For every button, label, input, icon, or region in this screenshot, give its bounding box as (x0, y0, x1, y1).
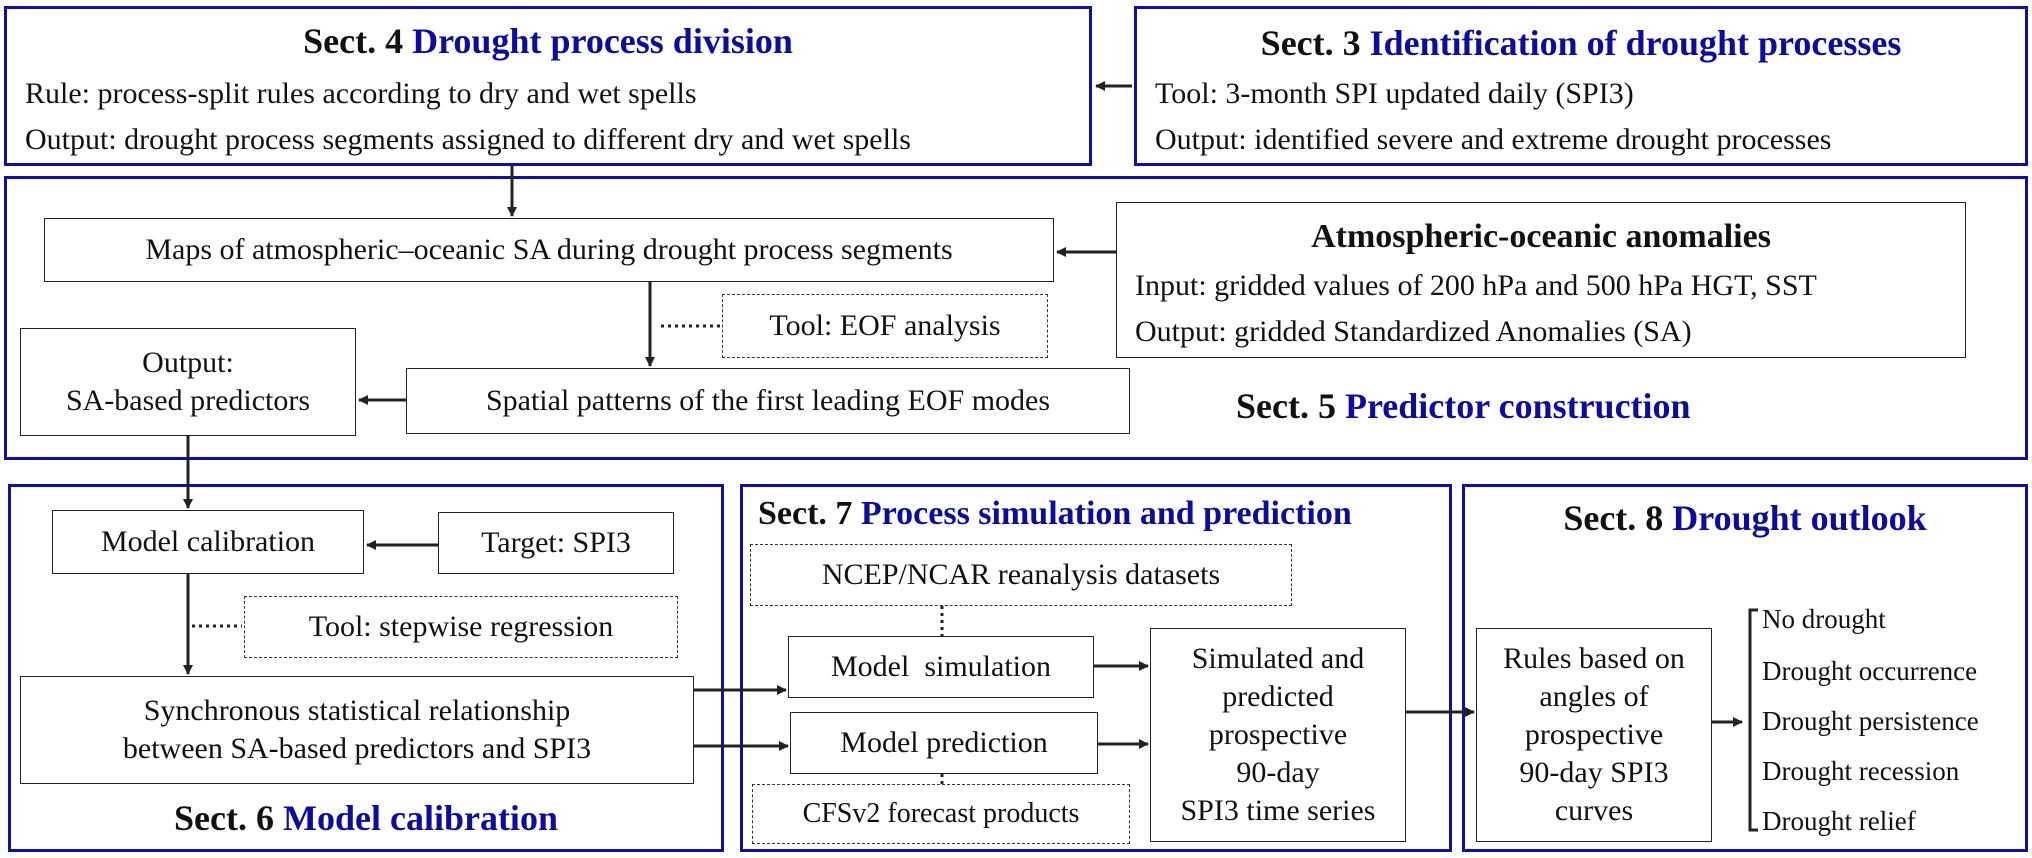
spi3-series-line: SPI3 time series (1180, 794, 1376, 827)
sa-predictors-box: Output: SA-based predictors (20, 328, 356, 436)
sect8-panel (1462, 484, 2028, 852)
sect7-title: Sect. 7 Process simulation and predictio… (758, 494, 1352, 534)
sect3-name: Identification of drought processes (1369, 23, 1902, 63)
sect8-name: Drought outlook (1672, 498, 1927, 538)
sect7-panel (740, 484, 1452, 852)
cfsv2-text: CFSv2 forecast products (802, 798, 1080, 829)
angle-rules-line: Rules based on (1503, 642, 1685, 675)
outcome-recession: Drought recession (1762, 756, 1960, 786)
sect3-title: Sect. 3 Identification of drought proces… (1137, 23, 2025, 63)
spi3-series-line: predicted (1222, 680, 1334, 713)
eof-tool-text: Tool: EOF analysis (769, 309, 1001, 342)
outcomes-bracket (1748, 608, 1758, 832)
sect3-output: Output: identified severe and extreme dr… (1155, 123, 1832, 156)
sect5-name: Predictor construction (1344, 386, 1691, 426)
sect4-panel: Sect. 4 Drought process division Rule: p… (4, 6, 1092, 166)
cfsv2-box: CFSv2 forecast products (752, 784, 1130, 844)
anomalies-input: Input: gridded values of 200 hPa and 500… (1135, 269, 1817, 302)
stepwise-tool-box: Tool: stepwise regression (244, 596, 678, 658)
relationship-line1: Synchronous statistical relationship (143, 694, 571, 727)
sa-predictors-label: Output: (142, 346, 234, 379)
relationship-box: Synchronous statistical relationship bet… (20, 676, 694, 784)
sect4-title: Sect. 4 Drought process division (7, 21, 1089, 61)
anomalies-title: Atmospheric-oceanic anomalies (1311, 218, 1771, 255)
spatial-patterns-box: Spatial patterns of the first leading EO… (406, 368, 1130, 434)
reanalysis-text: NCEP/NCAR reanalysis datasets (821, 558, 1221, 591)
outcome-relief: Drought relief (1762, 806, 1916, 836)
model-calibration-text: Model calibration (100, 525, 316, 558)
sect4-number: Sect. 4 (303, 21, 404, 61)
outcome-occurrence: Drought occurrence (1762, 656, 1978, 686)
spatial-patterns-text: Spatial patterns of the first leading EO… (485, 384, 1051, 417)
relationship-line2: between SA-based predictors and SPI3 (122, 732, 592, 765)
sect8-title: Sect. 8 Drought outlook (1462, 498, 2028, 538)
outcome-persistence: Drought persistence (1762, 706, 1979, 736)
sect3-panel: Sect. 3 Identification of drought proces… (1134, 6, 2028, 166)
outcome-no-drought: No drought (1762, 604, 1886, 634)
angle-rules-line: curves (1554, 794, 1634, 827)
angle-rules-line: prospective (1524, 718, 1664, 751)
sect7-number: Sect. 7 (758, 495, 853, 532)
sect8-number: Sect. 8 (1563, 498, 1664, 538)
sect4-output: Output: drought process segments assigne… (25, 123, 911, 156)
angle-rules-box: Rules based on angles of prospective 90-… (1476, 628, 1712, 842)
eof-tool-box: Tool: EOF analysis (722, 294, 1048, 358)
angle-rules-line: angles of (1539, 680, 1649, 713)
sect3-number: Sect. 3 (1260, 23, 1361, 63)
model-simulation-box: Model simulation (788, 636, 1094, 698)
spi3-series-line: prospective (1208, 718, 1348, 751)
sect6-name: Model calibration (282, 798, 558, 838)
model-prediction-text: Model prediction (840, 726, 1048, 759)
sect4-name: Drought process division (412, 21, 793, 61)
target-text: Target: SPI3 (481, 526, 631, 559)
reanalysis-box: NCEP/NCAR reanalysis datasets (750, 544, 1292, 606)
stepwise-tool-text: Tool: stepwise regression (308, 610, 614, 643)
target-box: Target: SPI3 (438, 512, 674, 574)
sa-predictors-value: SA-based predictors (65, 384, 311, 417)
anomalies-box: Atmospheric-oceanic anomalies Input: gri… (1116, 202, 1966, 358)
model-simulation-text: Model simulation (831, 650, 1051, 683)
sect6-number: Sect. 6 (174, 798, 274, 838)
spi3-series-line: 90-day (1236, 756, 1320, 789)
anomalies-output: Output: gridded Standardized Anomalies (… (1135, 315, 1692, 348)
sect6-panel (8, 484, 724, 852)
sect5-number: Sect. 5 (1236, 386, 1336, 426)
spi3-series-line: Simulated and (1191, 642, 1365, 675)
model-prediction-box: Model prediction (790, 712, 1098, 774)
sect7-name: Process simulation and prediction (860, 495, 1352, 532)
spi3-series-box: Simulated and predicted prospective 90-d… (1150, 628, 1406, 842)
sect5-title: Sect. 5 Predictor construction (1236, 386, 1691, 426)
angle-rules-line: 90-day SPI3 (1519, 756, 1669, 789)
sect6-title: Sect. 6 Model calibration (8, 798, 724, 838)
sect5-panel (4, 176, 2028, 460)
sect3-tool: Tool: 3-month SPI updated daily (SPI3) (1155, 77, 1634, 110)
model-calibration-box: Model calibration (52, 510, 364, 574)
sect4-rule: Rule: process-split rules according to d… (25, 77, 697, 110)
sa-maps-text: Maps of atmospheric–oceanic SA during dr… (145, 233, 953, 266)
sa-maps-box: Maps of atmospheric–oceanic SA during dr… (44, 218, 1054, 282)
